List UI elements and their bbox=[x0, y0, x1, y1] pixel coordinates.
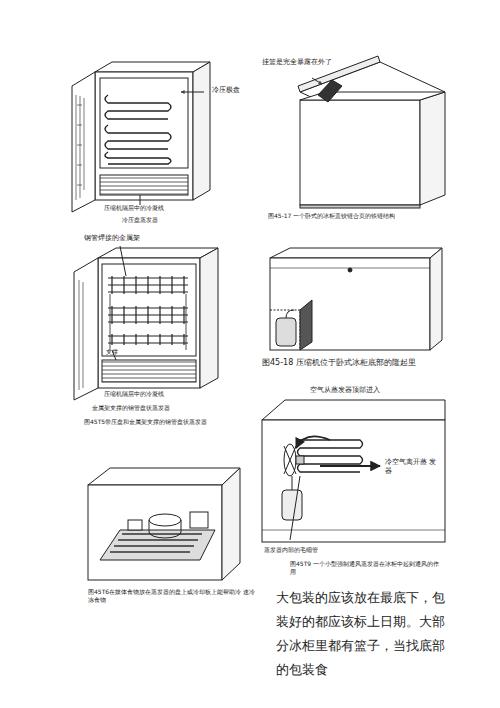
body-paragraph: 大包装的应该放在最底下，包装好的都应该标上日期。大部分冰柜里都有篮子，当找底部的… bbox=[276, 586, 446, 682]
forced-draft-evaporator bbox=[262, 400, 445, 542]
chest-freezer-hinge bbox=[298, 56, 445, 208]
figure-caption: 图45T6在媒体食物放在蒸发器的盘上或冷却板上能帮助冷 速冷冻食物 bbox=[88, 588, 256, 603]
part-label: 冷空气离开蒸 发器 bbox=[385, 458, 437, 476]
figure-caption: 图45T9 一个小型强制通风蒸发器在冰柜中起到通风的作用 bbox=[290, 560, 440, 575]
part-label: 冷压极盘 bbox=[212, 86, 282, 95]
figure-caption: 图45-17 一个卧式的冰柜盖铰链合页的铁链结构 bbox=[268, 212, 448, 220]
plate-evaporator bbox=[88, 468, 240, 580]
figure-caption: 图45-18 压缩机位于卧式冰柜底部的隆起里 bbox=[262, 358, 452, 368]
part-label: 钢管焊接的金属架 bbox=[84, 234, 174, 243]
part-label: 挂篮是完全暴露在外了 bbox=[262, 58, 342, 67]
upright-freezer bbox=[72, 62, 210, 212]
part-label: 金属架支撑的钢管盘状蒸发器 bbox=[92, 404, 232, 412]
rack-freezer bbox=[74, 246, 218, 400]
part-label: 支撑 bbox=[106, 348, 136, 356]
chest-freezer-compressor bbox=[270, 248, 442, 350]
part-label: 空气从蒸发器顶部进入 bbox=[310, 386, 430, 395]
part-label: 蒸发器内部的毛细管 bbox=[264, 546, 374, 554]
figure-caption: 图45T5带压盘和金属架支撑的钢管盘状蒸发器 bbox=[84, 418, 254, 426]
part-label: 压缩机隔层中的冷凝线 bbox=[104, 390, 224, 398]
part-label: 压缩机隔层中的冷凝线 bbox=[104, 204, 224, 212]
figure-caption: 冷压盘蒸发器 bbox=[122, 216, 212, 224]
